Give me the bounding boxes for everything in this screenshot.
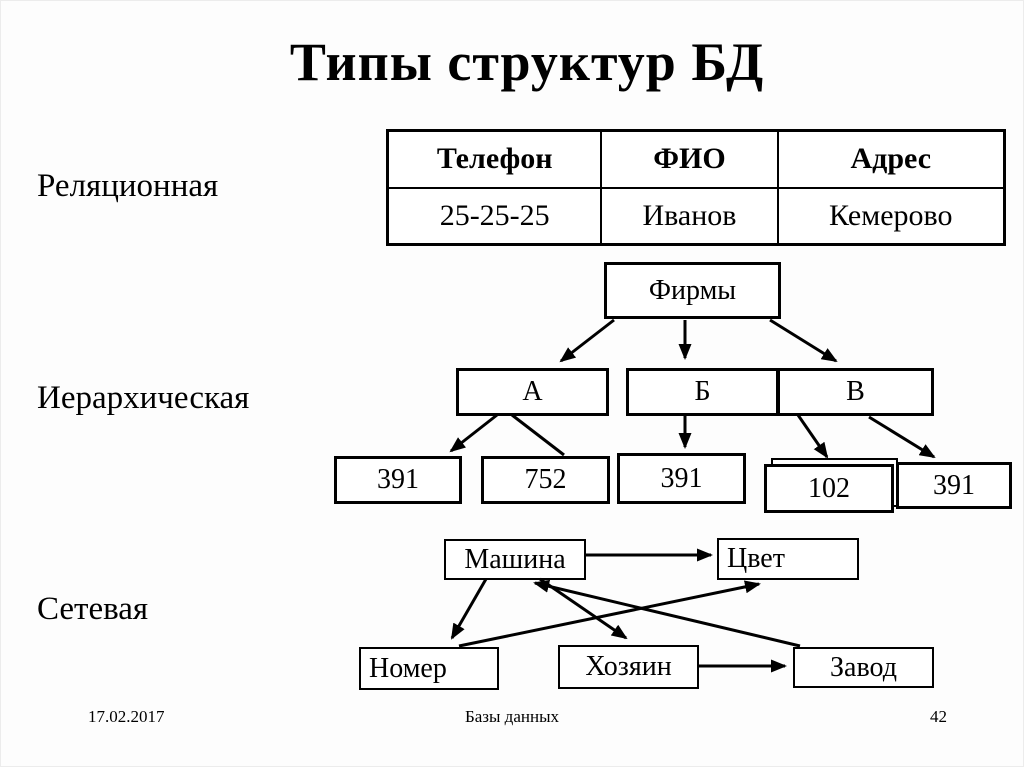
relational-table-data-row: 25-25-25 Иванов Кемерово [386, 186, 1006, 246]
hierarchy-leaf-391-2: 391 [617, 453, 746, 504]
hierarchy-node-v: В [777, 368, 934, 416]
hierarchy-node-b: Б [626, 368, 779, 416]
hierarchy-leaf-391-1: 391 [334, 456, 462, 504]
cell-fio: Иванов [600, 186, 779, 246]
hierarchy-leaf-391-3: 391 [896, 462, 1012, 509]
hierarchy-leaf-752: 752 [481, 456, 610, 504]
hierarchy-leaf-102: 102 [764, 464, 894, 513]
edge-v-391 [868, 415, 936, 459]
edge-zavod-mashina [533, 579, 801, 648]
cell-address: Кемерово [776, 186, 1006, 246]
edge-v-102 [796, 414, 829, 459]
edge-firmy-v [769, 318, 838, 363]
network-node-cvet: Цвет [717, 538, 859, 580]
cell-phone: 25-25-25 [386, 186, 603, 246]
section-label-relational: Реляционная [37, 168, 219, 204]
hierarchy-root-firmy: Фирмы [604, 262, 781, 319]
edge-a-391 [449, 413, 498, 453]
network-node-zavod: Завод [793, 647, 934, 688]
relational-table-header-row: Телефон ФИО Адрес [386, 129, 1006, 189]
column-header-fio: ФИО [600, 129, 779, 189]
footer-subject: Базы данных [464, 707, 559, 726]
section-label-network: Сетевая [37, 591, 149, 627]
edge-nomer-cvet [458, 580, 761, 648]
section-label-hierarchical: Иерархическая [37, 380, 250, 416]
edge-mashina-hozyain [539, 577, 628, 640]
hierarchy-node-a: А [456, 368, 609, 416]
relational-table: Телефон ФИО Адрес 25-25-25 Иванов Кемеро… [386, 129, 1006, 246]
edge-firmy-a [559, 318, 615, 363]
network-node-hozyain: Хозяин [558, 645, 699, 689]
footer-page-number: 42 [930, 707, 947, 726]
edge-a-752 [511, 413, 565, 457]
edge-mashina-nomer [450, 578, 488, 640]
slide-title: Типы структур БД [289, 32, 765, 92]
column-header-phone: Телефон [386, 129, 603, 189]
network-node-mashina: Машина [444, 539, 586, 580]
network-node-nomer: Номер [359, 647, 499, 690]
column-header-address: Адрес [776, 129, 1006, 189]
footer-date: 17.02.2017 [88, 707, 165, 726]
